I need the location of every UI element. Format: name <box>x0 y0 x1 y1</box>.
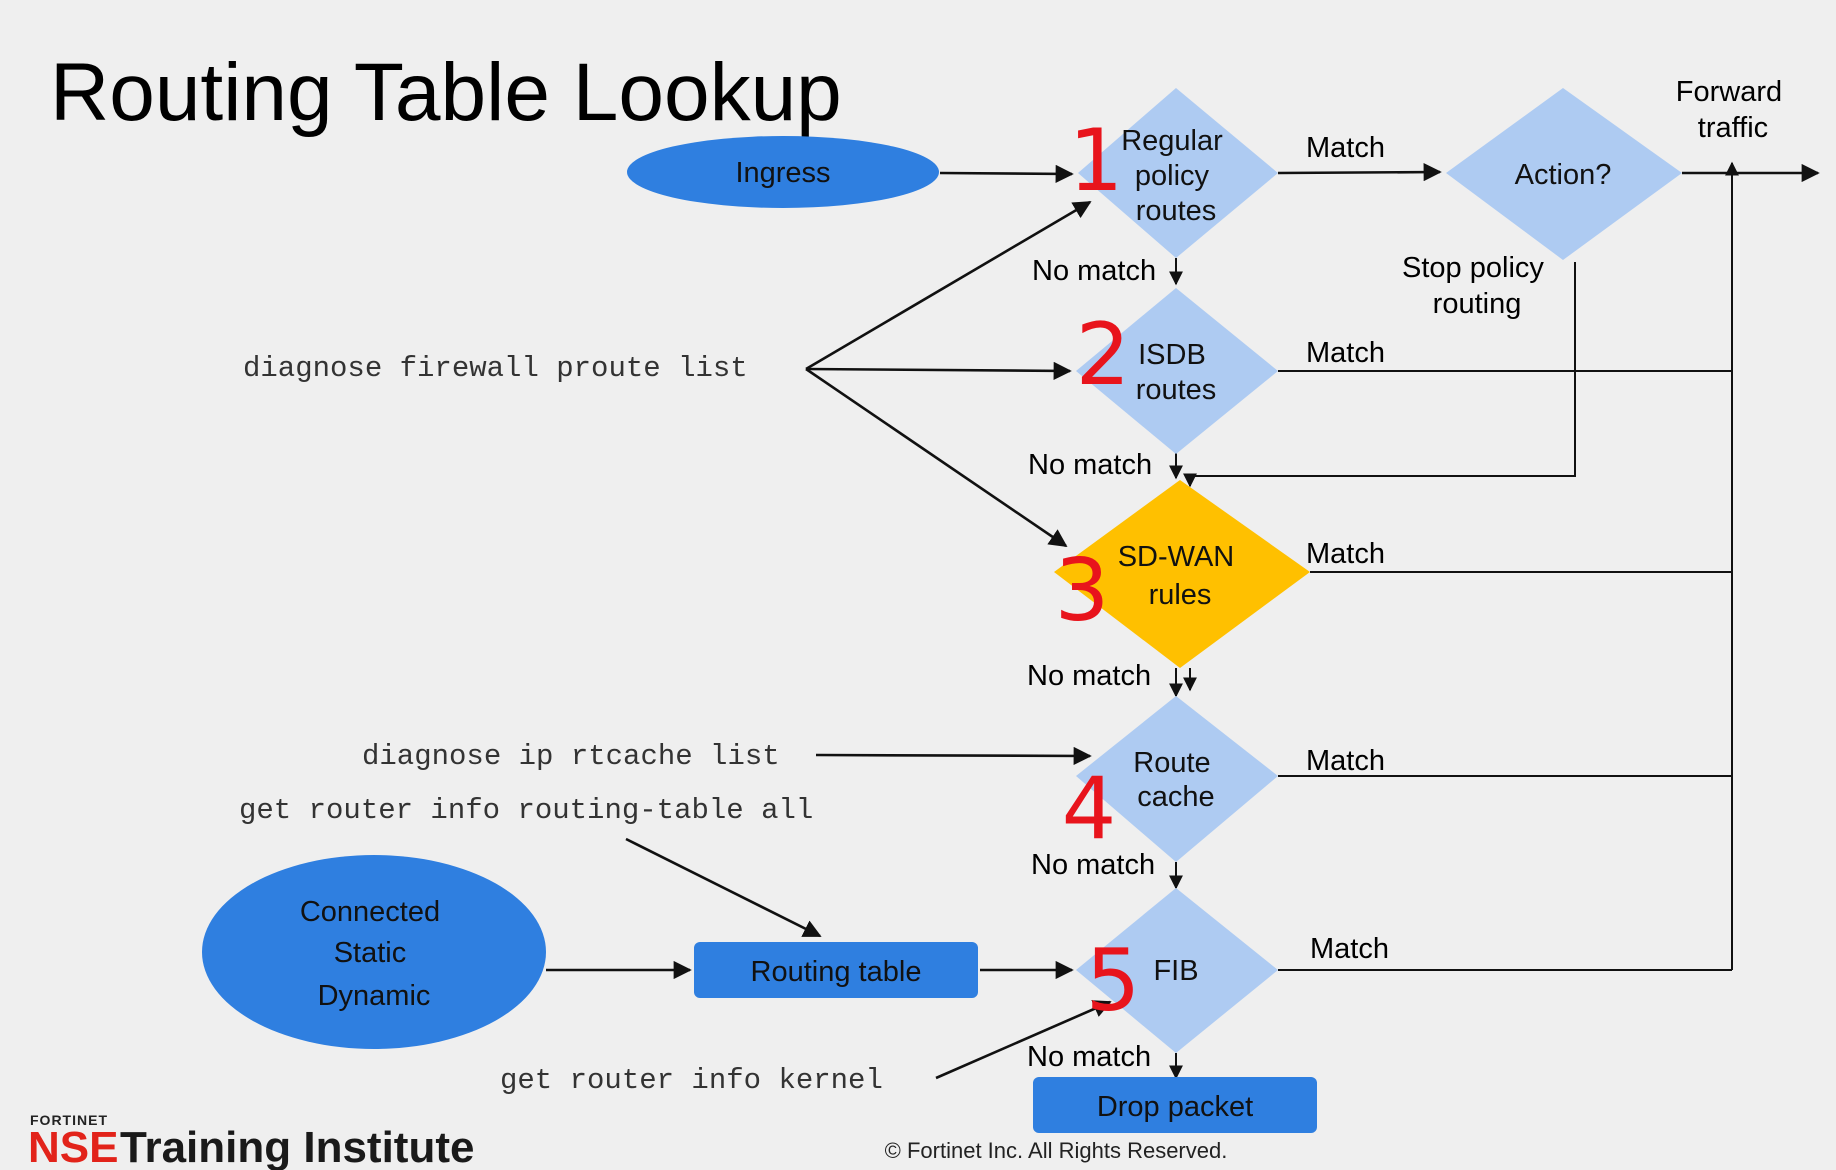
stop-policy-line-2: routing <box>1433 288 1522 320</box>
policy-routes-line-1: Regular <box>1121 125 1223 157</box>
route-cache-line-1: Route <box>1133 747 1210 779</box>
action-label: Action? <box>1515 159 1612 191</box>
match-label-policy: Match <box>1306 132 1385 164</box>
match-label-sdwan: Match <box>1306 538 1385 570</box>
logo-brand: FORTINET <box>30 1112 108 1128</box>
step-number-2: 2 <box>1076 305 1131 405</box>
step-number-3: 3 <box>1055 541 1110 641</box>
sdwan-diamond <box>1054 480 1310 668</box>
match-label-fib: Match <box>1310 933 1389 965</box>
connectors <box>546 161 1820 1080</box>
proute-to-policy-arrow <box>805 200 1092 371</box>
stop-policy-routing-label: Stop policy routing <box>1402 252 1552 320</box>
nomatch-label-3: No match <box>1027 660 1151 692</box>
routing-table-command: get router info routing-table all <box>239 794 813 827</box>
routing-table-cmd-arrow <box>625 837 822 938</box>
route-cache-diamond <box>1076 696 1278 862</box>
ingress-label: Ingress <box>735 157 830 189</box>
policy-routes-label: Regular policy routes <box>1121 125 1231 227</box>
drop-packet-box <box>1033 1077 1317 1133</box>
source-connected: Connected <box>300 896 440 928</box>
isdb-diamond <box>1076 288 1278 454</box>
sdwan-label: SD-WAN rules <box>1118 541 1243 611</box>
ingress-arrow <box>939 164 1074 183</box>
stop-policy-routing-line <box>1183 262 1576 488</box>
source-dynamic: Dynamic <box>318 980 431 1012</box>
source-static: Static <box>334 937 407 969</box>
policy-routes-diamond <box>1078 88 1278 258</box>
logo-training: Training Institute <box>120 1123 474 1170</box>
policy-routes-line-2: policy <box>1135 160 1210 192</box>
nomatch-label-5: No match <box>1027 1041 1151 1073</box>
nomatch-label-1: No match <box>1032 255 1156 287</box>
logo-nse: NSE <box>28 1123 118 1170</box>
isdb-label: ISDB routes <box>1136 339 1217 406</box>
isdb-line-1: ISDB <box>1138 339 1206 371</box>
proute-to-sdwan-arrow <box>805 367 1068 548</box>
drop-packet-label: Drop packet <box>1097 1091 1253 1123</box>
match-label-rtcache: Match <box>1306 745 1385 777</box>
sdwan-line-1: SD-WAN <box>1118 541 1235 573</box>
proute-to-isdb-arrow <box>805 361 1072 380</box>
copyright-text: © Fortinet Inc. All Rights Reserved. <box>885 1138 1228 1163</box>
forward-traffic-line-1: Forward <box>1676 76 1782 108</box>
proute-command: diagnose firewall proute list <box>243 352 748 385</box>
kernel-command: get router info kernel <box>500 1064 883 1097</box>
stop-policy-line-1: Stop policy <box>1402 252 1544 284</box>
kernel-cmd-arrow <box>935 1000 1112 1080</box>
route-cache-label: Route cache <box>1133 747 1218 813</box>
rtcache-cmd-arrow <box>815 746 1092 766</box>
forward-traffic-line-2: traffic <box>1698 112 1768 144</box>
routing-table-label: Routing table <box>751 956 922 988</box>
forward-traffic-label: Forward traffic <box>1676 76 1790 144</box>
fib-label: FIB <box>1153 955 1198 987</box>
match-label-isdb: Match <box>1306 337 1385 369</box>
rtcache-command: diagnose ip rtcache list <box>362 740 780 773</box>
ingress-ellipse <box>627 136 939 208</box>
routing-table-box <box>694 942 978 998</box>
route-cache-line-2: cache <box>1137 781 1214 813</box>
step-number-1: 1 <box>1069 111 1124 211</box>
policy-routes-line-3: routes <box>1136 195 1217 227</box>
isdb-line-2: routes <box>1136 374 1217 406</box>
policy-match-arrow <box>1277 163 1442 182</box>
nomatch-label-2: No match <box>1028 449 1152 481</box>
nse-logo: FORTINET NSE Training Institute <box>28 1112 474 1170</box>
route-sources-label: Connected Static Dynamic <box>300 896 448 1012</box>
nomatch-label-4: No match <box>1031 849 1155 881</box>
route-sources-ellipse <box>202 855 546 1049</box>
fib-diamond <box>1076 888 1278 1053</box>
sdwan-line-2: rules <box>1149 579 1212 611</box>
page-title: Routing Table Lookup <box>50 47 842 138</box>
step-number-5: 5 <box>1086 931 1141 1031</box>
step-number-4: 4 <box>1062 759 1117 859</box>
action-diamond <box>1446 88 1682 260</box>
